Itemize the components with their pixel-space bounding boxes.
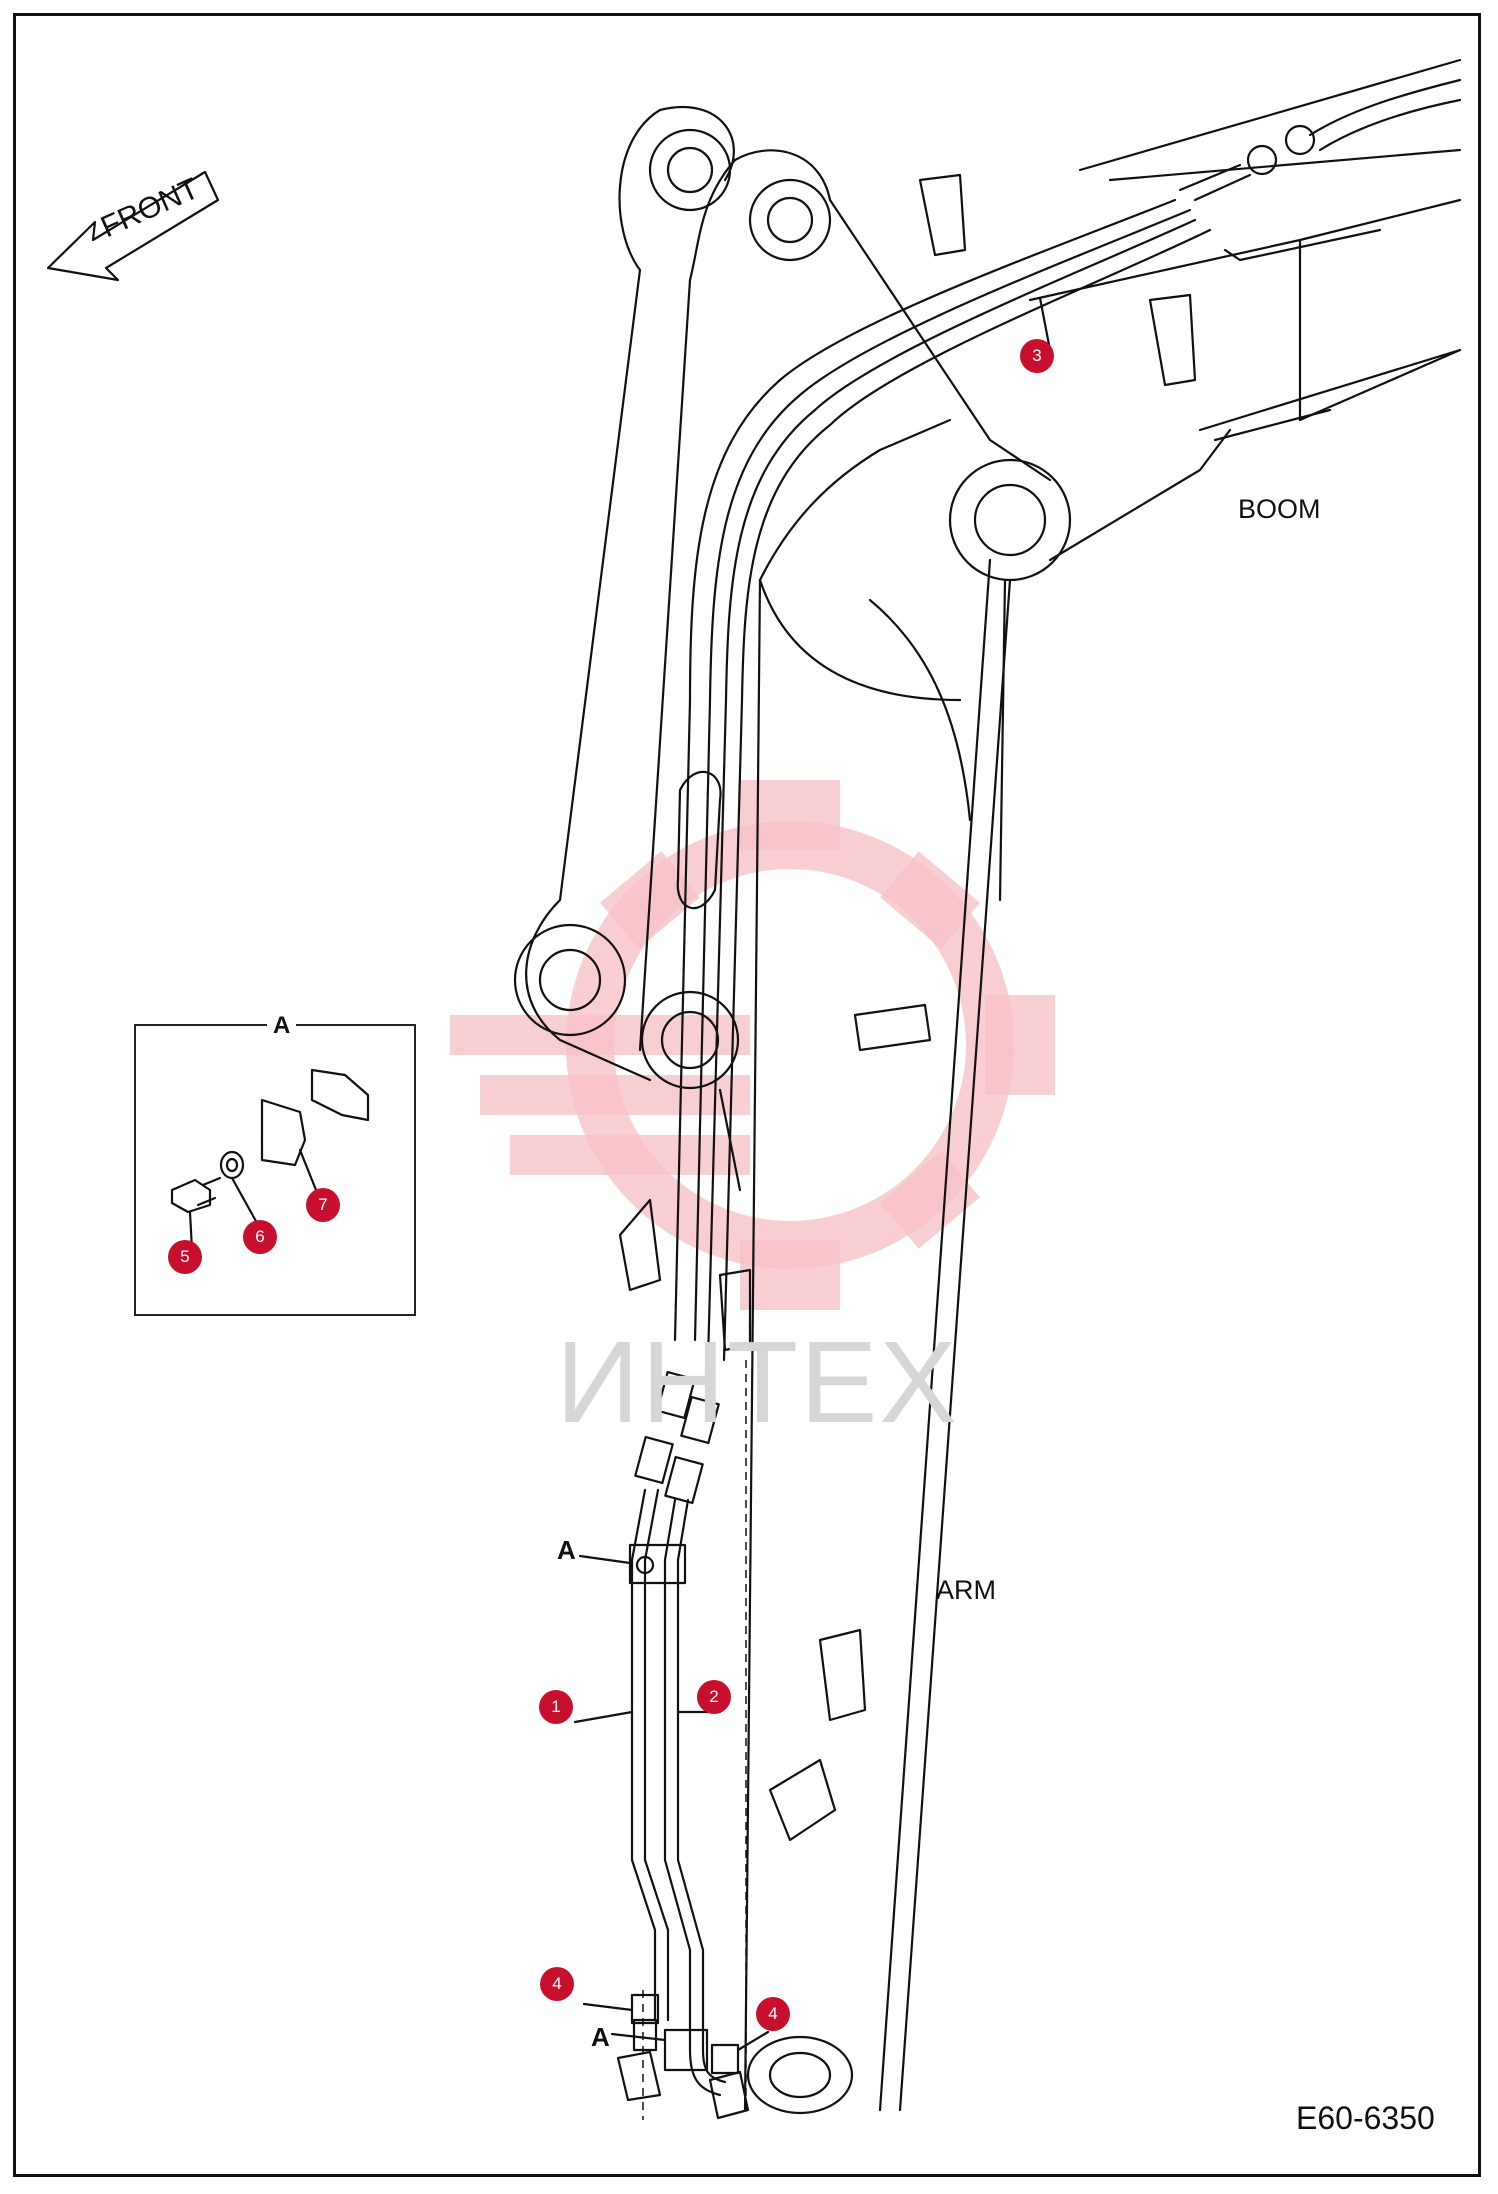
boom-label: BOOM: [1238, 494, 1321, 524]
arm-label: ARM: [936, 1575, 996, 1605]
callout-5[interactable]: 5: [168, 1240, 202, 1274]
callout-3[interactable]: 3: [1020, 339, 1054, 373]
callout-6[interactable]: 6: [243, 1220, 277, 1254]
watermark-text: ИНТЕХ: [556, 1317, 959, 1447]
drawing-frame: [13, 13, 1481, 2177]
view-a-marker: A: [591, 2022, 610, 2052]
detail-a-title: A: [267, 1014, 297, 1038]
callout-4[interactable]: 4: [540, 1967, 574, 2001]
detail-a-box: [134, 1024, 416, 1316]
drawing-code: E60-6350: [1296, 2100, 1435, 2136]
callout-1[interactable]: 1: [539, 1690, 573, 1724]
view-a-marker: A: [557, 1535, 576, 1565]
callout-7[interactable]: 7: [306, 1188, 340, 1222]
callout-4[interactable]: 4: [756, 1997, 790, 2031]
callout-2[interactable]: 2: [697, 1680, 731, 1714]
